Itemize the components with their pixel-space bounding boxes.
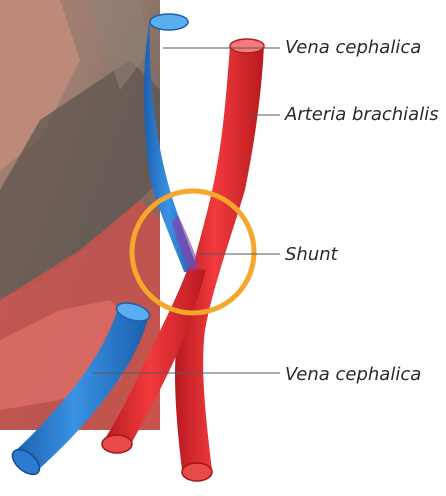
- label-vena-cephalica-top: Vena cephalica: [285, 39, 421, 57]
- label-shunt: Shunt: [285, 246, 338, 264]
- label-vena-cephalica-bottom: Vena cephalica: [285, 366, 421, 384]
- label-arteria-brachialis: Arteria brachialis: [285, 106, 439, 124]
- arm-photo-background: [0, 0, 160, 430]
